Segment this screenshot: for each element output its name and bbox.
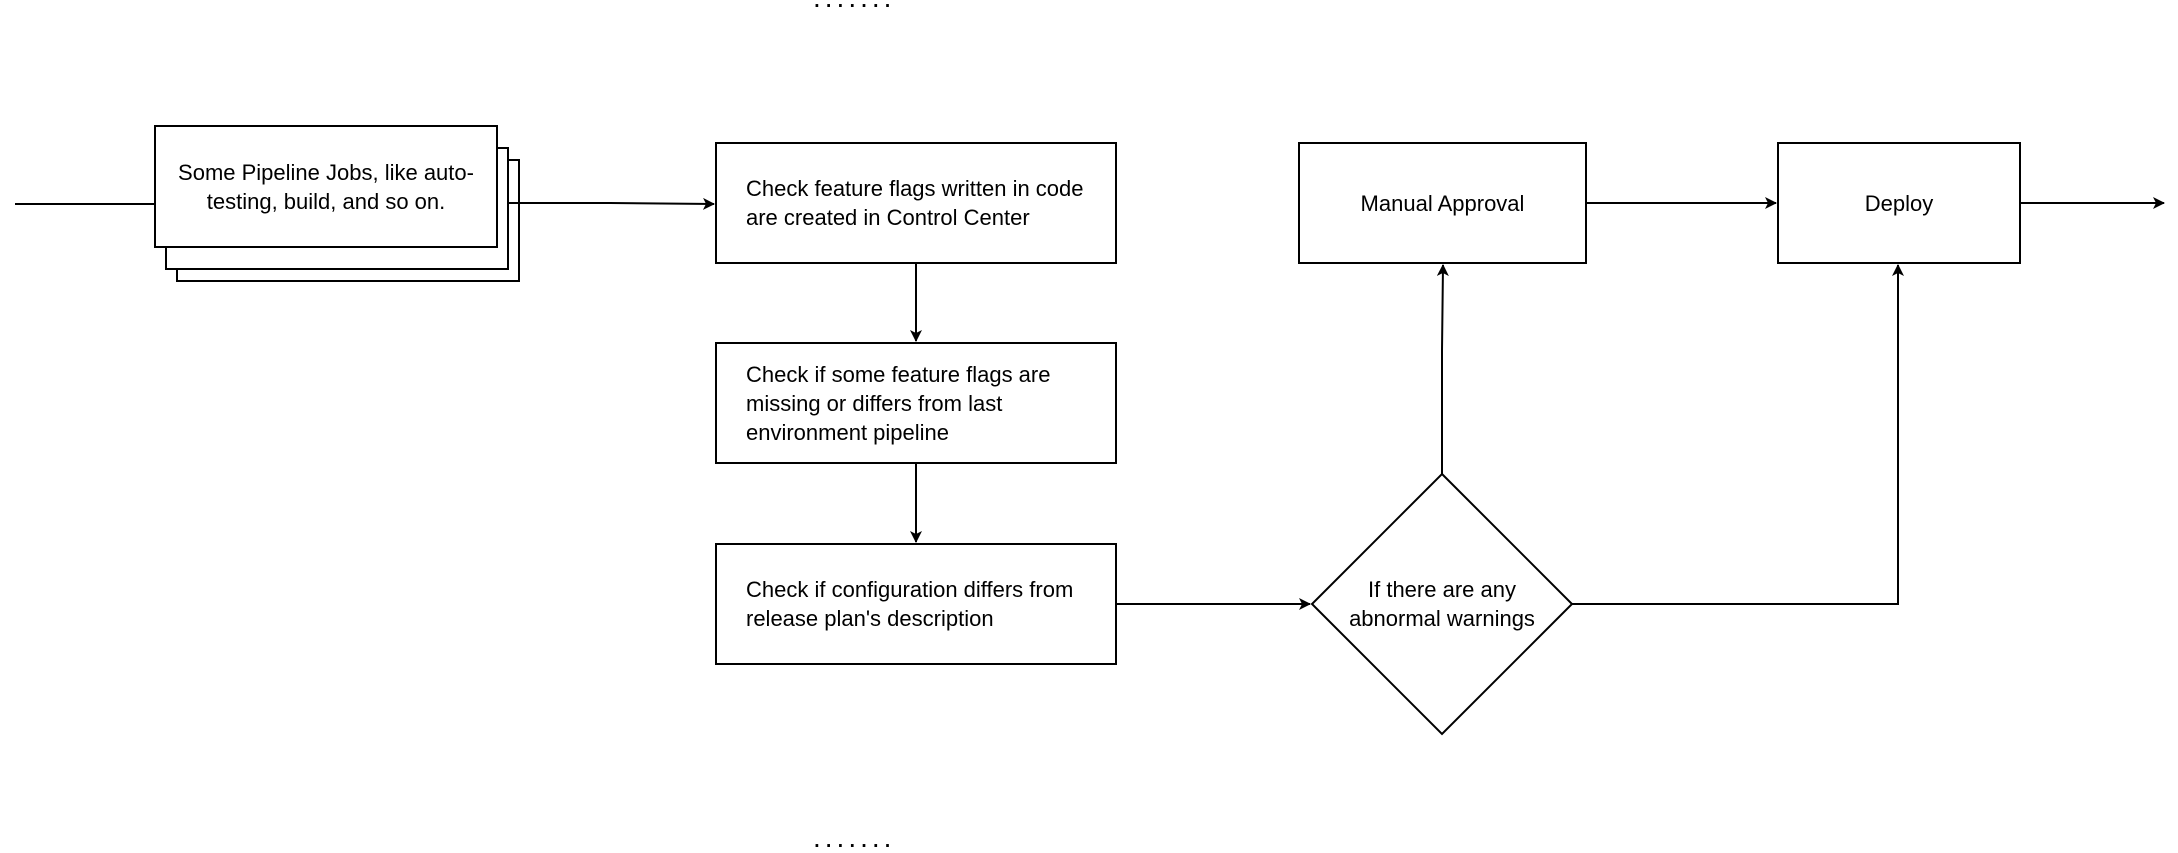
arrow-decision-to-approval [1436,264,1449,474]
arrow-jobs-to-check-created [508,197,715,210]
deploy-box[interactable] [1777,142,2021,264]
manual-approval-box[interactable] [1298,142,1587,264]
pipeline-jobs-label: Some Pipeline Jobs, like auto-testing, b… [178,159,474,214]
decision-label: If there are any abnormal warnings [1349,577,1535,631]
check-flags-created-label: Check feature flags written in code are … [746,176,1084,230]
check-flags-missing-label: Check if some feature flags are missing … [746,361,1051,445]
top-ellipsis: ....... [813,0,895,12]
decision-diamond[interactable] [1310,472,1574,736]
check-config-box[interactable] [715,543,1117,665]
bottom-ellipsis: ....... [813,822,896,853]
deploy-label: Deploy [1864,190,1934,216]
pipeline-jobs-box[interactable] [154,125,498,248]
check-config-label: Check if configuration differs from rele… [746,577,1074,631]
manual-approval-label: Manual Approval [1360,190,1525,216]
arrow-decision-to-deploy [1572,264,1904,605]
check-flags-missing-box[interactable] [715,342,1117,464]
check-flags-created-box[interactable] [715,142,1117,264]
